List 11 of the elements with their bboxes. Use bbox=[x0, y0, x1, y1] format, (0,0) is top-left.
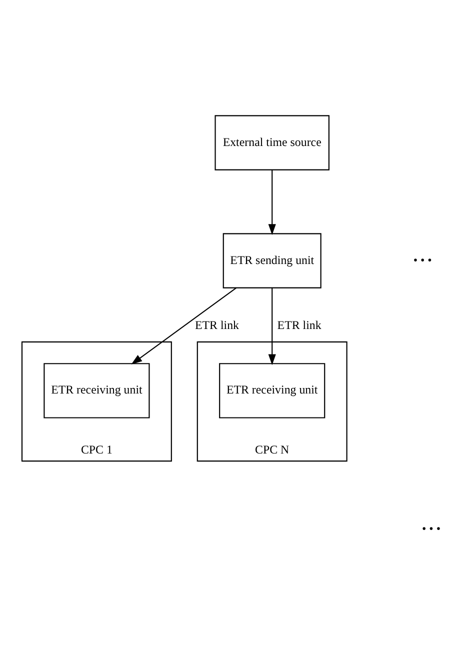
arrow bbox=[268, 170, 276, 235]
node-box: External time source bbox=[214, 115, 329, 170]
node-box: ETR sending unit bbox=[222, 233, 321, 288]
edge-label: ETR link bbox=[194, 318, 239, 332]
node-box: ETR receiving unit bbox=[43, 363, 150, 418]
label: • • • bbox=[422, 521, 440, 536]
node-box: ETR receiving unit bbox=[218, 363, 325, 418]
arrow bbox=[130, 288, 236, 364]
label: • • • bbox=[412, 252, 432, 267]
edge-label: ETR link bbox=[276, 318, 321, 332]
arrow bbox=[268, 288, 276, 366]
